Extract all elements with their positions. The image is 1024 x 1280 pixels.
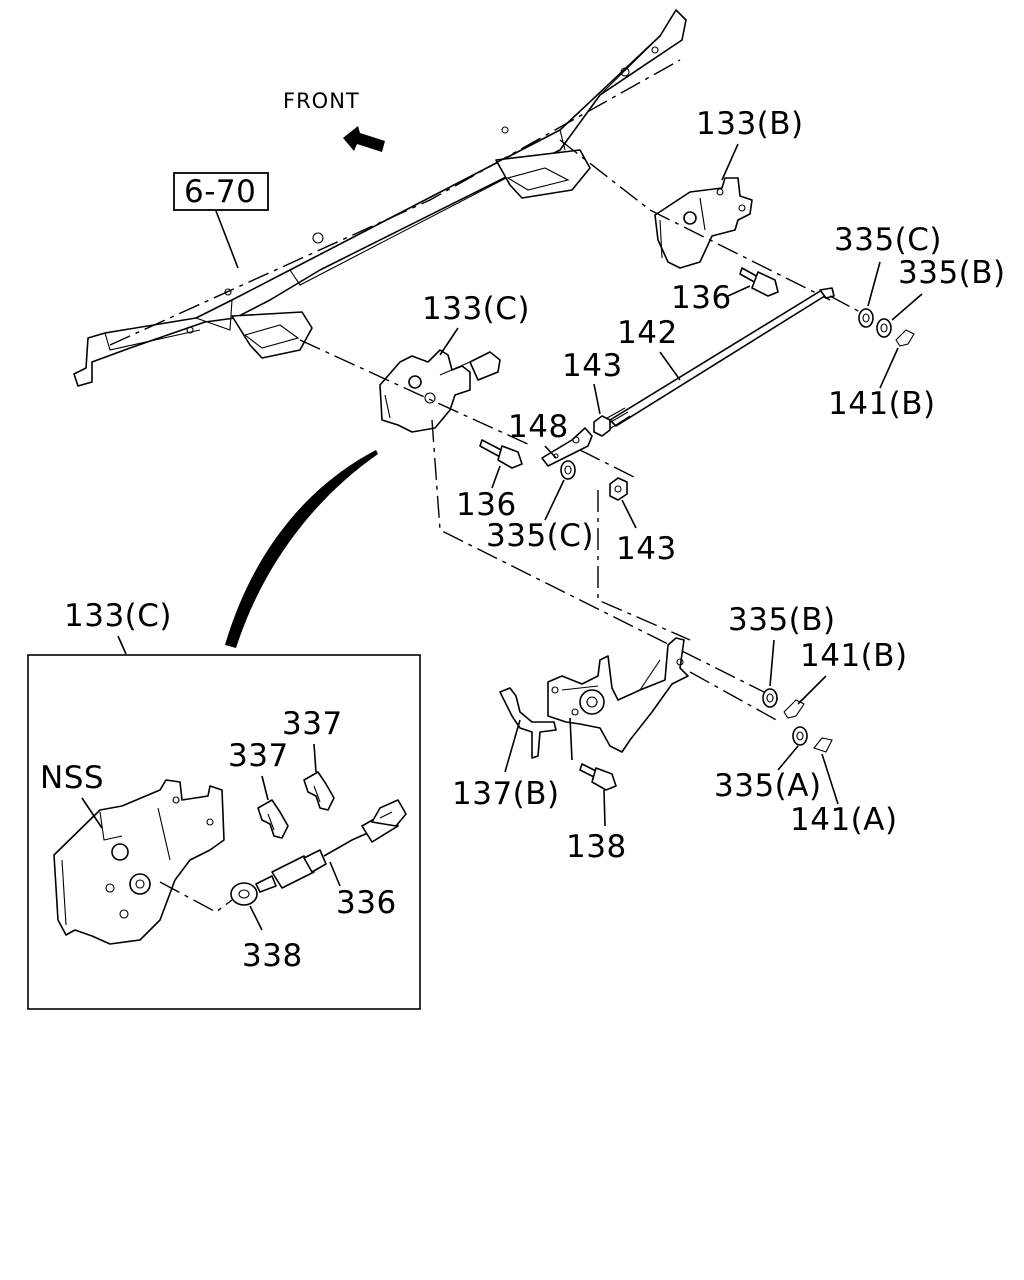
washer-335b-low [762,688,778,708]
clip-337-left [257,799,289,839]
centerline-to-pedal [431,419,781,701]
callout-337b: 337 [282,706,343,742]
reference-box-label: 6-70 [184,174,256,210]
pin-141b-top [895,329,915,347]
callout-335b-low: 335(B) [728,602,836,638]
rod-end-centerline [829,295,861,313]
callout-148: 148 [508,409,569,445]
callout-335b-top: 335(B) [898,255,1006,291]
nut-centerline [579,449,637,479]
bracket-133b [654,177,753,269]
reference-box: 6-70 [173,172,269,269]
callout-nss: NSS [40,760,104,796]
callout-143-bottom: 143 [616,531,677,567]
pin-141b-low [783,699,805,719]
clip-337-right [303,771,335,811]
front-label: FRONT [283,89,360,113]
callout-133c-top: 133(C) [422,291,530,327]
front-arrow-icon [343,126,385,152]
washer-335b-top [876,318,892,338]
washer-338 [230,882,258,906]
callout-142: 142 [617,315,678,351]
bolt-138 [579,763,617,791]
crossmember-frame [73,9,687,387]
inset-centerline [159,881,233,913]
callout-133b: 133(B) [696,106,804,142]
callout-335c-mid: 335(C) [486,518,594,554]
callout-336: 336 [336,885,397,921]
callout-338: 338 [242,938,303,974]
bracket-133c [379,349,501,433]
callout-137b: 137(B) [452,776,560,812]
washer-335c-mid [560,460,576,480]
washer-335c-top [858,308,874,328]
callout-136-left: 136 [456,487,517,523]
centerline-left [299,339,531,446]
detail-arrow [225,450,378,648]
callout-143-top: 143 [562,348,623,384]
callout-133c-inset: 133(C) [64,598,172,634]
callout-337a: 337 [228,738,289,774]
frame-centerline [109,59,681,346]
bolt-136-right [739,267,779,297]
callout-136-right: 136 [671,280,732,316]
pin-141a [813,737,833,753]
pedal-assembly [499,637,689,759]
nut-143-top [593,415,611,437]
callout-141a: 141(A) [790,802,898,838]
centerline-right [559,139,831,301]
switch-336 [255,799,407,893]
callout-335a: 335(A) [714,768,822,804]
bolt-136-left [479,439,523,469]
callout-141b-low: 141(B) [800,638,908,674]
washer-335a [792,726,808,746]
callout-138: 138 [566,829,627,865]
front-direction-indicator: FRONT [283,89,385,152]
callout-335c-top: 335(C) [834,222,942,258]
nut-143-bottom [609,477,628,501]
callout-141b-top: 141(B) [828,386,936,422]
pin-centerline [689,671,781,723]
